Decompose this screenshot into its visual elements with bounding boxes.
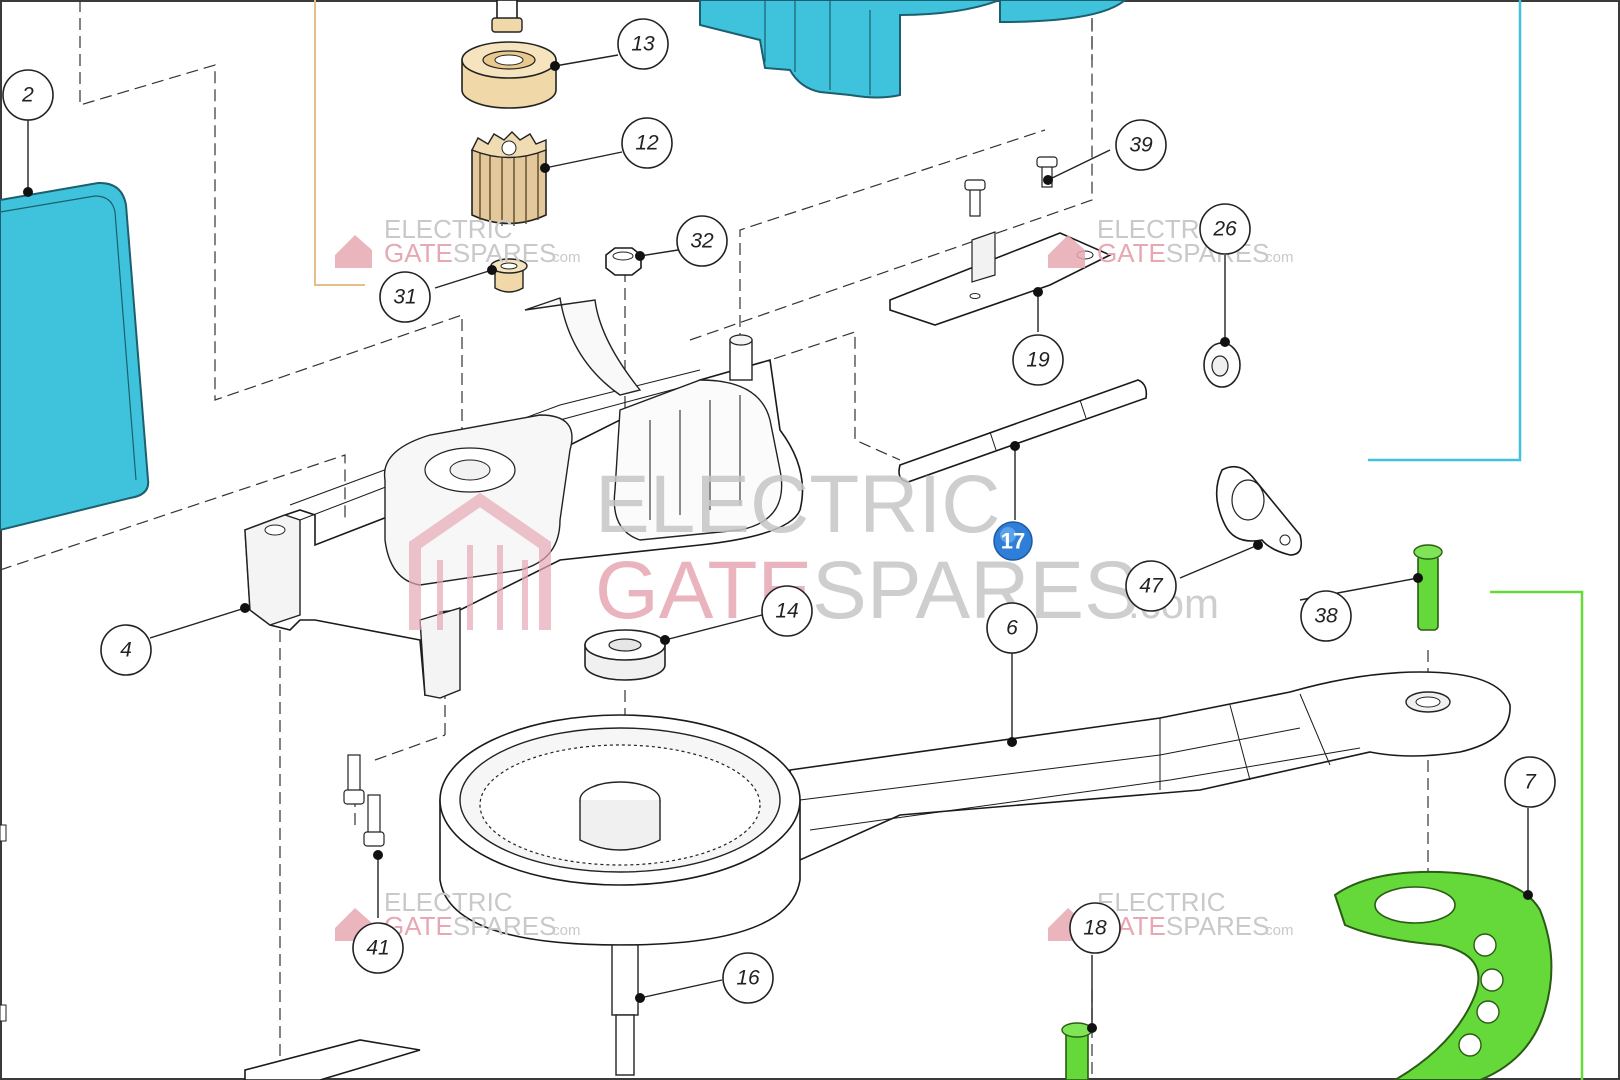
callout-39[interactable]: 39	[1115, 119, 1167, 171]
svg-text:GATESPARES: GATESPARES	[384, 911, 556, 941]
pin-part-18	[1061, 1022, 1093, 1080]
svg-text:17: 17	[1001, 529, 1025, 554]
svg-text:26: 26	[1212, 218, 1237, 241]
watermark-small-topleft: ELECTRIC GATESPARES .com	[335, 214, 581, 268]
svg-text:.com: .com	[548, 249, 581, 266]
callout-47[interactable]: 47	[1125, 560, 1177, 612]
svg-text:GATESPARES: GATESPARES	[384, 238, 556, 268]
screws-part-41	[343, 754, 385, 847]
callout-7[interactable]: 7	[1504, 756, 1556, 808]
svg-text:39: 39	[1129, 134, 1153, 157]
svg-text:19: 19	[1026, 349, 1050, 372]
svg-text:GATESPARES: GATESPARES	[595, 545, 1139, 636]
callout-19[interactable]: 19	[1012, 334, 1064, 386]
screw-small-bracket	[964, 179, 986, 217]
callout-26[interactable]: 26	[1199, 203, 1251, 255]
arm-link-part-7	[1333, 870, 1553, 1080]
svg-text:12: 12	[635, 132, 659, 155]
svg-text:47: 47	[1139, 575, 1164, 598]
svg-text:14: 14	[775, 600, 798, 623]
callout-6[interactable]: 6	[986, 602, 1038, 654]
callout-2[interactable]: 2	[2, 69, 54, 121]
svg-text:.com: .com	[548, 922, 581, 939]
callout-31[interactable]: 31	[379, 271, 431, 323]
callout-12[interactable]: 12	[621, 117, 673, 169]
watermark-small-topright: ELECTRIC GATESPARES .com	[1048, 214, 1294, 268]
svg-text:4: 4	[120, 639, 132, 662]
callout-17[interactable]: 17	[993, 521, 1033, 561]
edge-tick-left	[0, 824, 7, 842]
svg-text:ELECTRIC: ELECTRIC	[595, 459, 1001, 550]
callout-13[interactable]: 13	[617, 18, 669, 70]
callout-41[interactable]: 41	[352, 922, 404, 974]
svg-text:2: 2	[21, 84, 34, 107]
pinion-gear-part-12	[471, 131, 547, 226]
bearing-part-13	[461, 41, 557, 109]
svg-text:ELECTRIC: ELECTRIC	[384, 887, 513, 917]
callout-32[interactable]: 32	[676, 215, 728, 267]
bearing-part-14	[584, 629, 666, 681]
callout-14[interactable]: 14	[761, 585, 813, 637]
svg-text:6: 6	[1006, 617, 1018, 640]
green-bracket-line	[1490, 590, 1584, 1080]
callout-16[interactable]: 16	[722, 952, 774, 1004]
svg-text:.com: .com	[1261, 249, 1294, 266]
svg-text:.com: .com	[1261, 922, 1294, 939]
edge-tick-left-2	[0, 1004, 7, 1022]
svg-text:16: 16	[736, 967, 760, 990]
side-cover-inner-edge	[0, 195, 137, 481]
callout-38[interactable]: 38	[1300, 590, 1352, 642]
svg-text:GATESPARES: GATESPARES	[1097, 238, 1269, 268]
shaft-stub-top	[491, 0, 523, 33]
bottom-plate	[244, 1039, 421, 1080]
washer-part-26	[1203, 342, 1241, 388]
svg-text:GATESPARES: GATESPARES	[1097, 911, 1269, 941]
arm-with-ring-gear-part-6	[439, 671, 1511, 1076]
side-cover-part-2	[0, 181, 150, 532]
svg-text:ELECTRIC: ELECTRIC	[384, 214, 513, 244]
cyan-bracket-line	[1368, 0, 1522, 462]
assembly-dashed-lines	[0, 0, 1429, 1080]
orange-bracket-line	[314, 0, 365, 286]
svg-text:13: 13	[631, 33, 655, 56]
top-housing-cyan	[699, 0, 1127, 99]
svg-text:7: 7	[1524, 771, 1537, 794]
shaft-part-17	[898, 379, 1148, 483]
watermark-small-bottomleft: ELECTRIC GATESPARES .com	[335, 887, 581, 941]
svg-text:32: 32	[690, 230, 714, 253]
svg-text:ELECTRIC: ELECTRIC	[1097, 887, 1226, 917]
svg-text:38: 38	[1314, 605, 1338, 628]
svg-text:31: 31	[393, 286, 416, 309]
cam-plate-part-47	[1215, 465, 1303, 556]
callout-18[interactable]: 18	[1069, 902, 1121, 954]
nut-part-32	[605, 247, 642, 276]
svg-text:41: 41	[366, 937, 389, 960]
svg-text:18: 18	[1083, 917, 1107, 940]
callout-4[interactable]: 4	[100, 624, 152, 676]
pin-part-38	[1413, 544, 1443, 631]
watermark-large-center: ELECTRIC GATESPARES .com	[409, 459, 1219, 636]
